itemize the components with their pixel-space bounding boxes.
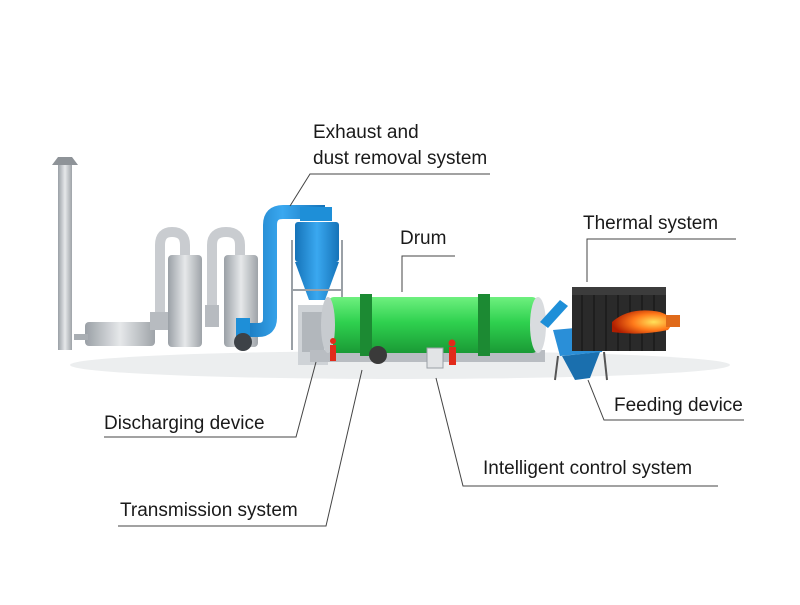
label-exhaust-line1: Exhaust and: [313, 122, 419, 143]
label-drum: Drum: [400, 228, 447, 249]
scrubber-tank: [74, 322, 155, 346]
hot-air-furnace: [572, 287, 680, 351]
drive-gear: [369, 346, 387, 364]
worker-figure: [330, 338, 456, 365]
label-intelligent-control-system: Intelligent control system: [483, 458, 693, 479]
drum-body: [321, 294, 546, 356]
label-transmission-system: Transmission system: [120, 500, 298, 521]
leader-drum: [401, 255, 455, 292]
label-thermal-system: Thermal system: [583, 213, 719, 234]
leader-exhaust: [289, 173, 490, 207]
leader-thermal: [586, 238, 736, 282]
leader-discharging: [104, 361, 317, 438]
leader-feeding: [587, 379, 744, 421]
blue-duct-cyclone: [234, 205, 343, 351]
leader-control: [435, 377, 718, 487]
label-feeding-device: Feeding device: [614, 395, 743, 416]
label-discharging-device: Discharging device: [104, 413, 265, 434]
label-exhaust-line2: dust removal system: [313, 148, 488, 169]
leader-transmission: [118, 369, 363, 527]
chimney: [52, 157, 78, 350]
control-cabinet: [426, 347, 444, 369]
